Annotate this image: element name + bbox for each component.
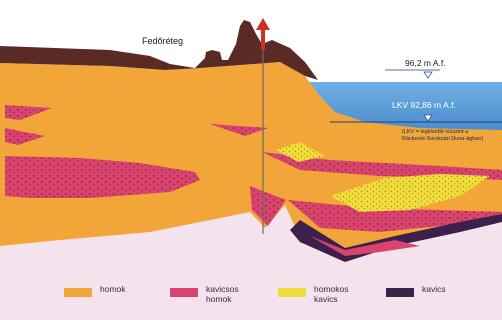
lkv-note-line2: Ráckevei-Soroksári Duna-ágban) (402, 136, 483, 142)
legend-swatch-gravel (386, 288, 414, 297)
legend-swatch-sandy-gravel (278, 288, 306, 297)
cover-layer-label: Fedőréteg (142, 36, 183, 46)
legend-swatch-sand (64, 288, 92, 297)
legend-swatch-gravelly-sand (170, 288, 198, 297)
legend-label-gravel: kavics (422, 284, 482, 294)
legend-label-sand: homok (100, 284, 160, 294)
lkv-level-label: LKV 92,86 m A.f. (392, 100, 456, 110)
lkv-note-line1: (LKV = legkisebb vízszint a (402, 129, 469, 135)
water-level-label: 96,2 m A.f. (405, 58, 446, 68)
